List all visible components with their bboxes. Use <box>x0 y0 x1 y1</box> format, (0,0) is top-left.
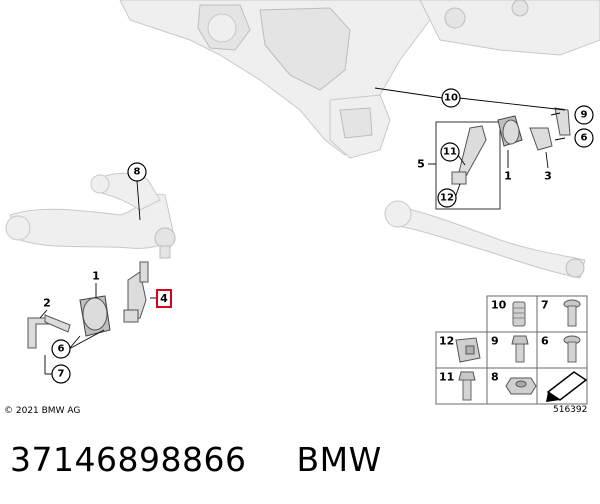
callout-6-left: 6 <box>51 339 71 359</box>
callout-3: 3 <box>544 170 552 183</box>
right-assembly <box>435 107 571 210</box>
legend-label-11: 11 <box>439 371 454 384</box>
clip-nut-icon <box>455 337 481 363</box>
callout-7-left-label: 7 <box>58 369 65 380</box>
callout-8: 8 <box>127 162 147 182</box>
callout-4-highlight-box <box>156 289 172 308</box>
legend-label-6: 6 <box>541 335 549 348</box>
legend-label-7: 7 <box>541 299 549 312</box>
bracket-part-3 <box>529 127 553 151</box>
callout-4-highlighted[interactable]: 4 <box>156 289 172 308</box>
legend-label-9: 9 <box>491 335 499 348</box>
subframe-ghost <box>119 0 600 159</box>
callout-10: 10 <box>441 88 461 108</box>
arrow-symbol-icon <box>546 371 588 402</box>
callout-1-right: 1 <box>504 170 512 183</box>
fastener-legend: 10 7 12 9 6 11 8 <box>435 295 588 405</box>
callout-4-label: 4 <box>160 292 168 305</box>
detail-frame <box>435 121 501 210</box>
clip-part-9 <box>554 107 571 136</box>
part-title: 37146898866 BMW <box>10 440 382 479</box>
callout-6-right: 6 <box>574 128 594 148</box>
control-arm-ghost-left <box>5 172 176 259</box>
copyright-text: © 2021 BMW AG <box>4 406 80 416</box>
callout-9-right-label: 9 <box>581 110 588 121</box>
spring-nut-icon <box>512 301 526 327</box>
nut-8-icon <box>505 377 537 395</box>
left-assembly <box>27 261 149 349</box>
screw-6-icon <box>563 335 581 363</box>
callout-9-right: 9 <box>574 105 594 125</box>
link-rod-part-5 <box>457 125 487 179</box>
callout-10-label: 10 <box>444 93 458 104</box>
callout-11-label: 11 <box>443 147 457 158</box>
callout-2-left: 2 <box>43 297 51 310</box>
callout-12-label: 12 <box>440 193 454 204</box>
callout-1-left: 1 <box>92 270 100 283</box>
legend-label-10: 10 <box>491 299 507 312</box>
callout-8-label: 8 <box>134 167 141 178</box>
part-number: 37146898866 <box>10 440 247 479</box>
diagram-id: 516392 <box>553 405 587 415</box>
screw-7-icon <box>563 299 581 327</box>
callout-6-right-label: 6 <box>581 133 588 144</box>
brand-name: BMW <box>296 440 382 479</box>
callout-7-left: 7 <box>51 364 71 384</box>
callout-6-left-label: 6 <box>58 344 65 355</box>
callout-12: 12 <box>437 188 457 208</box>
callout-11: 11 <box>440 142 460 162</box>
legend-label-12: 12 <box>439 335 454 348</box>
bolt-11-icon <box>458 371 476 401</box>
legend-label-8: 8 <box>491 371 499 384</box>
callout-5: 5 <box>417 158 425 171</box>
lower-arm-ghost-right <box>384 200 586 279</box>
bolt-9-icon <box>511 335 529 363</box>
